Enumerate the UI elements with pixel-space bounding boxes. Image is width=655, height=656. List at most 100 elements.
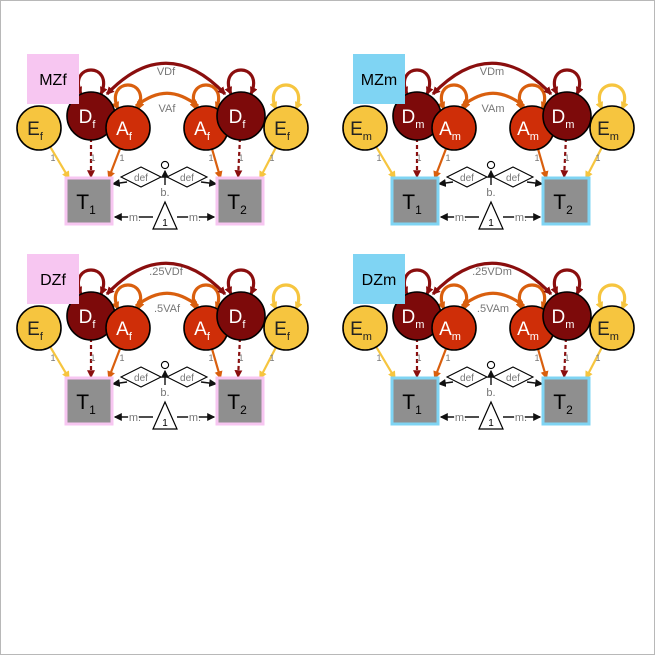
latent-label: Dm	[402, 107, 425, 131]
b-label: b.	[486, 187, 495, 199]
def-path-t2	[200, 179, 218, 188]
latent-label: Af	[116, 119, 133, 143]
group-label-text: DZf	[40, 272, 66, 289]
latent-e1-circle: Em	[342, 305, 388, 351]
latent-label: Em	[597, 119, 619, 143]
loading-a2-label: 1	[208, 353, 213, 363]
loading-a1	[433, 348, 448, 380]
def-path-t2	[200, 379, 218, 388]
loading-a1-label: 1	[119, 153, 124, 163]
means-triangle: 1	[152, 400, 178, 430]
means-triangle-label: 1	[162, 218, 168, 229]
def-label: def	[460, 173, 474, 184]
variance-loop-e2	[269, 283, 303, 311]
def-diamond-right: def	[491, 366, 535, 388]
observed-t2-box: T2	[541, 376, 591, 426]
def-label: def	[180, 373, 194, 384]
observed-label: T1	[76, 391, 96, 417]
latent-label: Am	[439, 119, 461, 143]
def-diamond-right: def	[491, 166, 535, 188]
latent-e2-circle: Ef	[263, 105, 309, 151]
latent-d2-circle: Dm	[542, 291, 592, 341]
means-triangle-label: 1	[488, 218, 494, 229]
observed-t2-box: T2	[215, 176, 265, 226]
def-label: def	[506, 173, 520, 184]
loading-e1	[375, 146, 396, 180]
b-label: b.	[160, 387, 169, 399]
latent-label: Af	[194, 319, 211, 343]
latent-e2-circle: Em	[589, 305, 635, 351]
b-label: b.	[486, 387, 495, 399]
mean-label-left: m.	[129, 412, 141, 424]
a-covariance-label: VAm	[481, 103, 504, 115]
observed-label: T1	[76, 191, 96, 217]
def-path-t1	[111, 179, 128, 187]
latent-d2-circle: Df	[216, 291, 266, 341]
loading-e2-label: 1	[269, 153, 274, 163]
latent-label: Em	[350, 119, 372, 143]
mean-label-right: m.	[189, 212, 201, 224]
loading-e1	[49, 346, 70, 380]
loading-d2-label: 1	[238, 353, 243, 363]
def-label: def	[134, 173, 148, 184]
observed-label: T2	[227, 191, 247, 217]
mean-label-right: m.	[515, 212, 527, 224]
variance-loop-e2	[595, 83, 629, 111]
mean-label-left: m.	[129, 212, 141, 224]
loading-e2-label: 1	[269, 353, 274, 363]
b-node	[486, 160, 496, 170]
loading-d2-label: 1	[238, 153, 243, 163]
latent-label: Am	[517, 119, 539, 143]
loading-d1-label: 1	[90, 153, 95, 163]
a-covariance-path	[461, 291, 525, 308]
loading-a2	[537, 348, 549, 380]
def-label: def	[180, 173, 194, 184]
b-node	[160, 360, 170, 370]
b-node	[486, 360, 496, 370]
loading-e2	[258, 147, 277, 180]
latent-d2-circle: Df	[216, 91, 266, 141]
latent-label: Af	[194, 119, 211, 143]
a-covariance-label: .5VAf	[154, 303, 181, 315]
loading-e1-label: 1	[376, 353, 381, 363]
a-covariance-label: VAf	[159, 103, 177, 115]
loading-a1-label: 1	[119, 353, 124, 363]
group-label-dzm: DZm	[353, 254, 405, 304]
latent-label: Ef	[274, 119, 291, 143]
def-label: def	[460, 373, 474, 384]
loading-a2	[537, 148, 549, 180]
def-path-t2	[526, 379, 544, 388]
observed-t2-box: T2	[215, 376, 265, 426]
loading-e2	[584, 347, 603, 380]
loading-a2-label: 1	[208, 153, 213, 163]
loading-d1-label: 1	[416, 153, 421, 163]
group-label-mzm: MZm	[353, 54, 405, 104]
loading-a2-label: 1	[534, 153, 539, 163]
def-diamond-left: def	[119, 166, 163, 188]
variance-loop-d2	[550, 68, 584, 96]
loading-e2	[258, 347, 277, 380]
latent-e1-circle: Em	[342, 105, 388, 151]
variance-loop-d1	[400, 68, 434, 96]
loading-a1	[107, 148, 122, 180]
observed-t1-box: T1	[64, 376, 114, 426]
loading-d1-label: 1	[416, 353, 421, 363]
loading-e2-label: 1	[595, 353, 600, 363]
latent-label: Df	[79, 307, 97, 331]
observed-t1-box: T1	[64, 176, 114, 226]
def-path-t2	[526, 179, 544, 188]
means-triangle: 1	[478, 200, 504, 230]
d-covariance-path	[431, 261, 553, 296]
d-covariance-label: VDm	[480, 66, 504, 78]
variance-loop-d2	[224, 268, 258, 296]
observed-label: T1	[402, 391, 422, 417]
d-covariance-path	[105, 261, 227, 296]
def-diamond-left: def	[445, 166, 489, 188]
latent-a1-circle: Af	[105, 305, 151, 351]
latent-label: Ef	[274, 319, 291, 343]
mean-label-right: m.	[189, 412, 201, 424]
observed-label: T2	[553, 191, 573, 217]
